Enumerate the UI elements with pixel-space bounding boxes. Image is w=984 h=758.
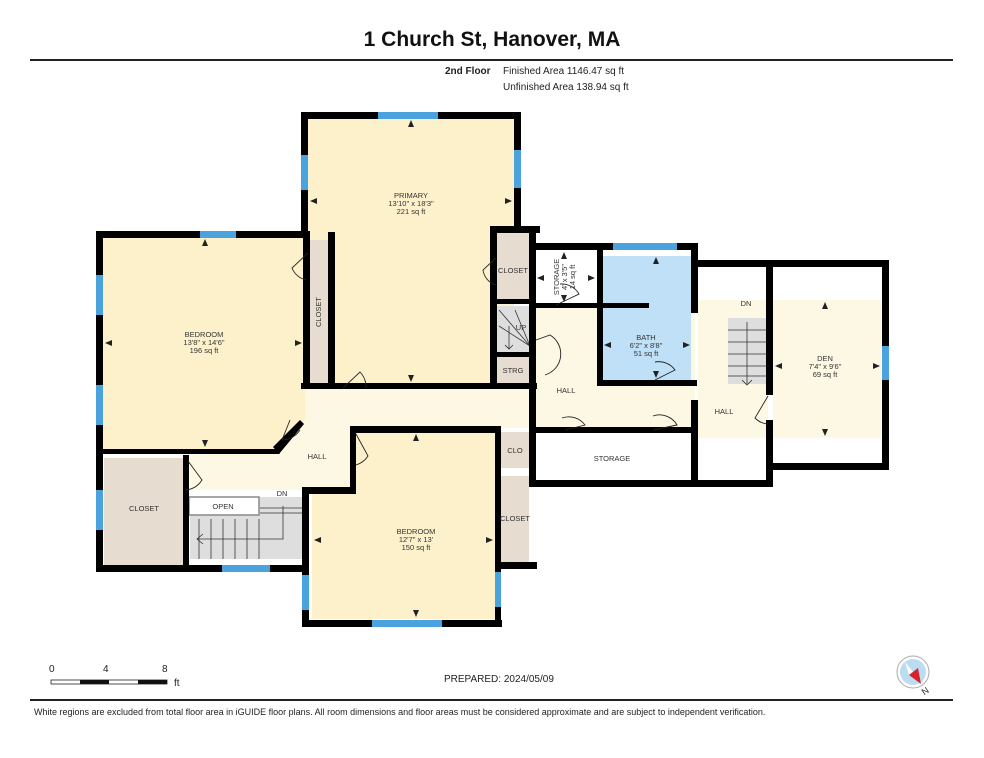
dn-label-right: DN — [741, 299, 752, 308]
closet-label-bedroom-bottom: CLOSET — [500, 514, 530, 523]
windows — [96, 112, 889, 627]
hall-label-right: HALL — [715, 407, 734, 416]
prepared-date: PREPARED: 2024/05/09 — [444, 674, 554, 685]
room-fills — [101, 118, 881, 619]
storage-room — [539, 437, 693, 481]
storage-label: STORAGE — [594, 454, 631, 463]
clo-label: CLO — [507, 446, 523, 455]
disclaimer: White regions are excluded from total fl… — [34, 707, 766, 717]
scale-tick-4: 4 — [103, 664, 109, 675]
room-dims-bath: 6'2" x 8'8" — [630, 341, 663, 350]
room-name-storage-small: STORAGE — [552, 259, 561, 296]
room-area-bedroom-left: 196 sq ft — [190, 346, 220, 355]
hall-label-left: HALL — [308, 452, 327, 461]
room-area-bath: 51 sq ft — [634, 349, 660, 358]
room-dims-primary: 13'10" x 18'3" — [388, 199, 434, 208]
scale-bar — [50, 679, 168, 685]
closet-label-left: CLOSET — [129, 504, 159, 513]
hall-label-center: HALL — [557, 386, 576, 395]
unfinished-area: Unfinished Area 138.94 sq ft — [503, 82, 629, 93]
room-area-storage-small: 14 sq ft — [568, 264, 577, 290]
room-dims-bedroom-left: 13'8" x 14'6" — [183, 338, 224, 347]
room-dims-den: 7'4" x 9'6" — [809, 362, 842, 371]
dimension-arrows — [105, 120, 880, 617]
page-title: 1 Church St, Hanover, MA — [363, 28, 621, 51]
floor-label: 2nd Floor — [445, 66, 491, 77]
room-area-bedroom-bottom: 150 sq ft — [402, 543, 432, 552]
room-area-den: 69 sq ft — [813, 370, 839, 379]
room-dims-storage-small: 4' x 3'5" — [560, 264, 569, 290]
stair-lines — [196, 309, 766, 559]
room-name-bath: BATH — [636, 333, 655, 342]
compass-icon — [896, 655, 930, 689]
dn-label-left: DN — [277, 489, 288, 498]
room-name-bedroom-bottom: BEDROOM — [397, 527, 436, 536]
room-name-den: DEN — [817, 354, 833, 363]
open-label: OPEN — [212, 502, 233, 511]
scale-tick-0: 0 — [49, 664, 55, 675]
scale-unit: ft — [174, 678, 180, 689]
doors — [185, 252, 769, 491]
header-divider — [30, 59, 953, 61]
scale-tick-8: 8 — [162, 664, 168, 675]
room-name-primary: PRIMARY — [394, 191, 428, 200]
room-area-primary: 221 sq ft — [397, 207, 427, 216]
strg-label: STRG — [503, 366, 524, 375]
room-name-bedroom-left: BEDROOM — [185, 330, 224, 339]
up-label: UP — [516, 323, 526, 332]
closet-label-bedroom-left: CLOSET — [314, 297, 323, 327]
finished-area: Finished Area 1146.47 sq ft — [503, 66, 625, 77]
room-dims-bedroom-bottom: 12'7" x 13' — [399, 535, 434, 544]
closet-label-primary: CLOSET — [498, 266, 528, 275]
